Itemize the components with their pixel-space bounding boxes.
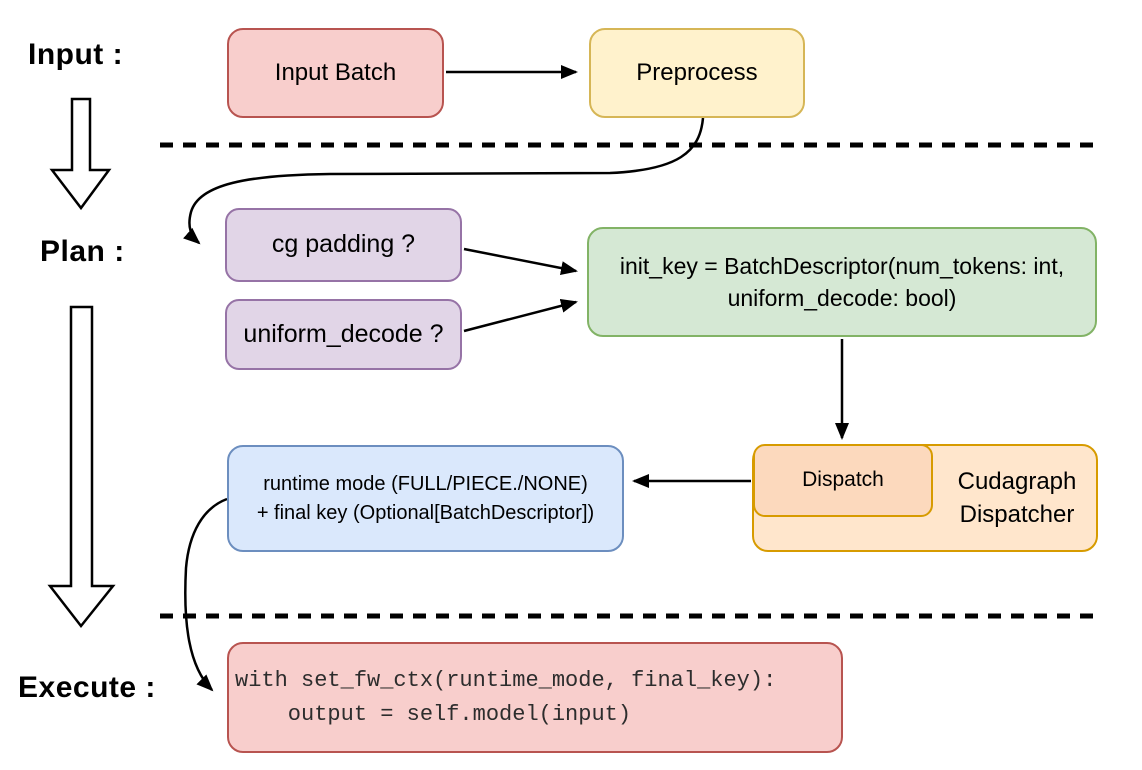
node-preprocess: Preprocess xyxy=(589,28,805,118)
node-dispatch-label: Dispatch xyxy=(802,468,884,492)
node-execute-code: with set_fw_ctx(runtime_mode, final_key)… xyxy=(227,642,843,753)
execute-code-line1: with set_fw_ctx(runtime_mode, final_key)… xyxy=(235,667,777,693)
node-input-batch-label: Input Batch xyxy=(274,58,397,86)
node-cg-padding: cg padding ? xyxy=(225,208,462,282)
stage-label-plan: Plan : xyxy=(40,235,125,268)
stage-label-input: Input : xyxy=(28,38,124,71)
node-runtime-mode-line1: runtime mode (FULL/PIECE./NONE) xyxy=(263,472,588,495)
node-runtime-mode: runtime mode (FULL/PIECE./NONE) + final … xyxy=(227,445,624,552)
node-init-key-line1: init_key = BatchDescriptor(num_tokens: i… xyxy=(619,253,1065,279)
execute-code-line2: output = self.model(input) xyxy=(235,701,632,727)
node-preprocess-label: Preprocess xyxy=(636,58,758,86)
plan-to-execute-block-arrow xyxy=(47,305,116,629)
edge-runtimemode-to-executecode xyxy=(184,497,228,692)
stage-label-execute: Execute : xyxy=(18,671,156,704)
edge-cgpadding-to-initkey xyxy=(463,247,578,275)
node-runtime-mode-line2: + final key (Optional[BatchDescriptor]) xyxy=(256,501,595,524)
node-cudagraph-line1: Cudagraph xyxy=(957,468,1077,495)
node-uniform-decode: uniform_decode ? xyxy=(225,299,462,370)
node-cudagraph-line2: Dispatcher xyxy=(959,501,1075,528)
edge-uniformdecode-to-initkey xyxy=(463,298,578,333)
edge-preprocess-to-cgpadding xyxy=(183,117,705,245)
node-init-key-line2: uniform_decode: bool) xyxy=(727,285,957,311)
node-init-key: init_key = BatchDescriptor(num_tokens: i… xyxy=(587,227,1097,337)
node-uniform-decode-label: uniform_decode ? xyxy=(243,319,444,348)
node-cg-padding-label: cg padding ? xyxy=(271,230,416,259)
input-to-plan-block-arrow xyxy=(49,97,112,211)
node-dispatch: Dispatch xyxy=(753,444,933,517)
node-input-batch: Input Batch xyxy=(227,28,444,118)
node-cudagraph-dispatcher-label: Cudagraph Dispatcher xyxy=(936,446,1098,550)
